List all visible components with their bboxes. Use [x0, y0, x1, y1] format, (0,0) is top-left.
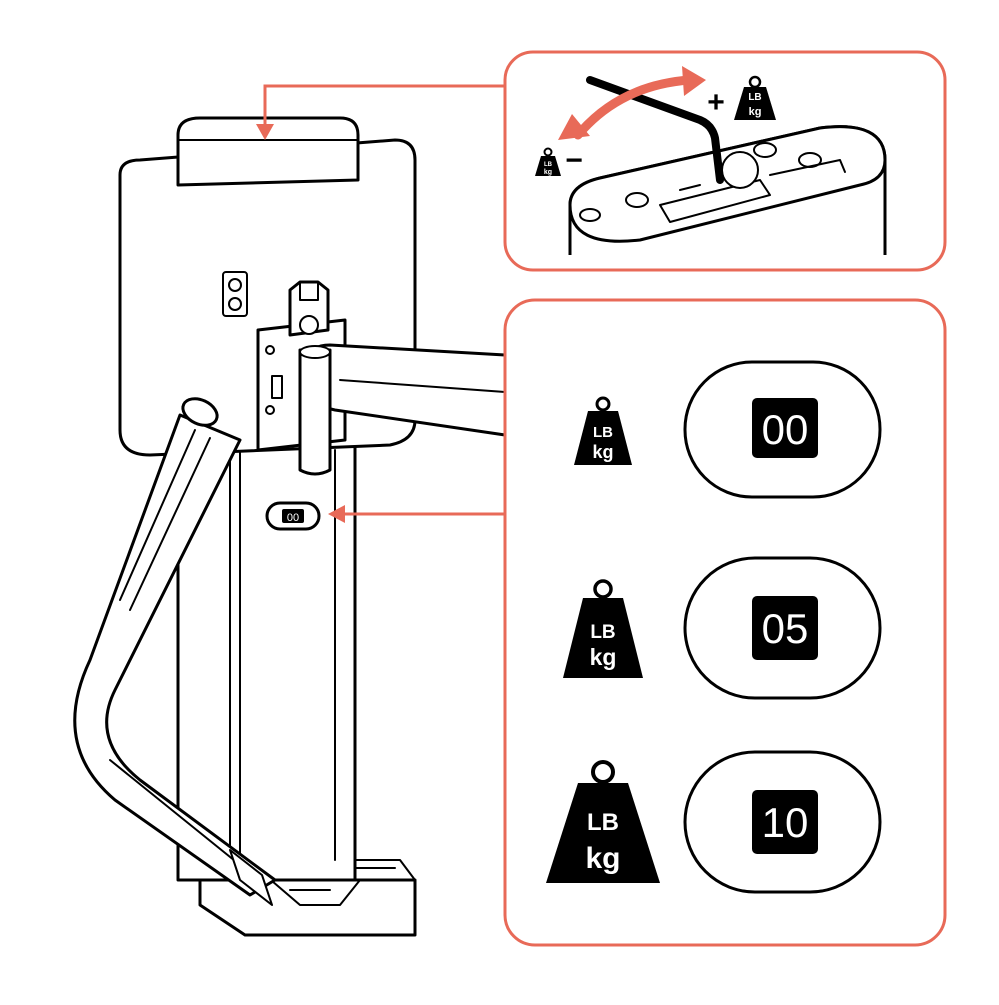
svg-text:kg: kg [544, 169, 552, 176]
display-value-3: 10 [762, 799, 809, 846]
leader-arrowhead-settings [328, 505, 345, 523]
plus-sign: + [707, 86, 725, 119]
weight-icon: LB kg [734, 75, 776, 120]
leader-arrowhead-top [256, 124, 274, 140]
weight-small-icon: LB kg [574, 396, 632, 465]
weight-medium-icon: LB kg [563, 579, 643, 678]
rotate-arrow-icon [558, 66, 706, 140]
setting-row-1: LB kg 00 [574, 360, 882, 499]
display-value-2: 05 [762, 605, 809, 652]
vertical-column [176, 438, 357, 882]
minus-sign: − [565, 144, 583, 177]
svg-text:LB: LB [544, 162, 553, 168]
hex-key-icon [586, 76, 724, 184]
svg-text:kg: kg [592, 442, 613, 462]
setting-row-2: LB kg 05 [563, 556, 882, 700]
display-screen-1 [752, 398, 818, 458]
display-value-1: 00 [762, 406, 809, 453]
svg-text:kg: kg [749, 106, 762, 118]
handle-arm [73, 397, 277, 906]
weight-large-icon: LB kg [546, 760, 660, 883]
indicator-value: 00 [287, 512, 299, 524]
monitor-arm-illustration: 00 [73, 116, 507, 937]
setting-row-3: LB kg 10 [546, 750, 882, 894]
svg-text:LB: LB [587, 809, 619, 836]
svg-text:kg: kg [585, 842, 620, 875]
tension-indicator: 00 [265, 501, 321, 531]
svg-text:LB: LB [748, 92, 761, 103]
callout-adjustment: + LB kg LB kg − [256, 50, 947, 272]
svg-text:LB: LB [593, 424, 613, 441]
weight-small-icon-minus: LB kg [535, 147, 561, 176]
svg-text:LB: LB [590, 622, 615, 643]
display-screen-2 [752, 596, 818, 660]
housing-top-detail [568, 125, 887, 255]
svg-text:kg: kg [590, 644, 617, 670]
leader-line-top [263, 84, 505, 132]
display-screen-3 [752, 790, 818, 854]
callout-settings: LB kg 00 LB kg 05 LB kg [328, 298, 947, 947]
